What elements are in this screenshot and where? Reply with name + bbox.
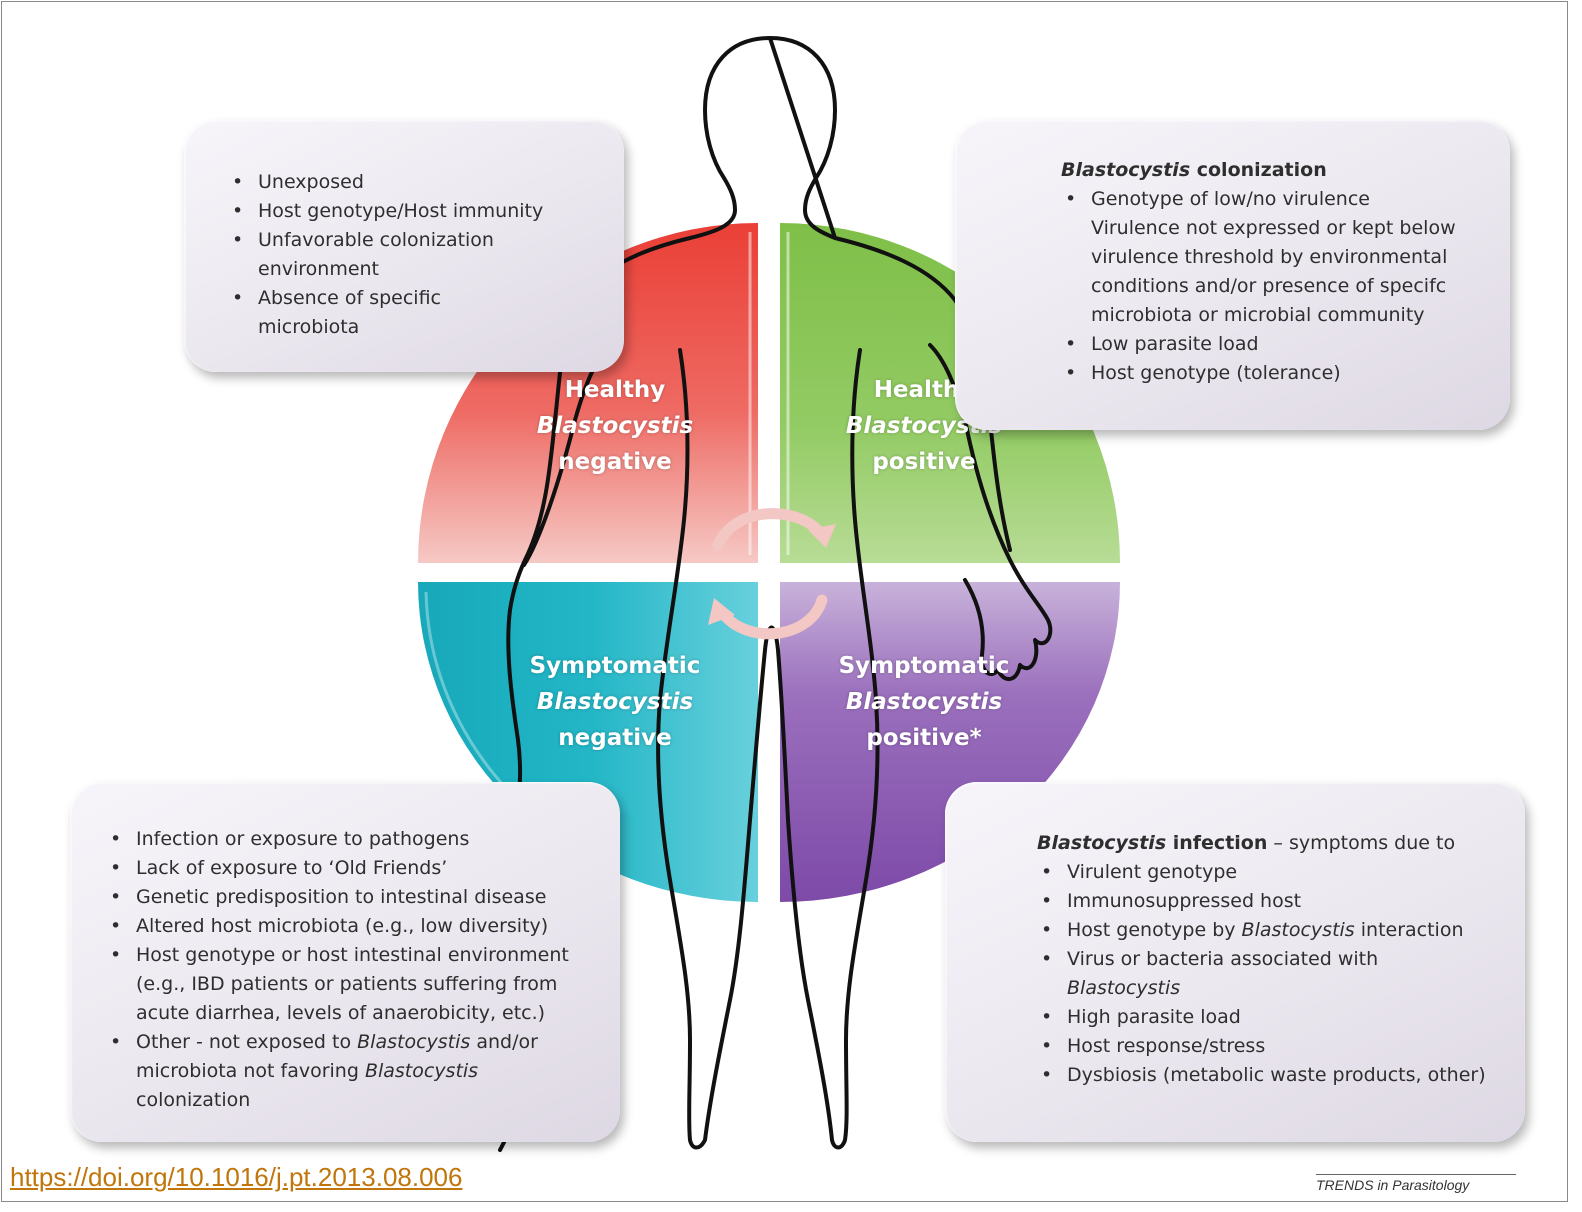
info-box-symptomatic-positive: Blastocystis infection – symptoms due to… bbox=[945, 782, 1525, 1142]
label-symptomatic-positive: Symptomatic Blastocystis positive* bbox=[804, 648, 1044, 756]
text-run-italic: Blastocystis bbox=[1241, 919, 1355, 941]
label-healthy-negative: Healthy Blastocystis negative bbox=[495, 372, 735, 480]
list-item: Unexposed bbox=[228, 168, 594, 197]
heading-bold: infection bbox=[1166, 832, 1268, 854]
quadrant-bottom-left bbox=[418, 582, 758, 902]
quadrant-label-line: negative bbox=[558, 449, 672, 475]
quadrant-label-line: Symptomatic bbox=[529, 653, 701, 679]
list-item-continuation: Blastocystis bbox=[1037, 974, 1505, 1003]
list-item: Low parasite load bbox=[1061, 330, 1480, 359]
quadrant-label-line: Symptomatic bbox=[838, 653, 1010, 679]
box-heading: Blastocystis infection – symptoms due to bbox=[1037, 829, 1505, 858]
cycle-arrow-top bbox=[712, 508, 828, 551]
list-item-continuation: microbiota bbox=[258, 316, 360, 338]
label-symptomatic-negative: Symptomatic Blastocystis negative bbox=[495, 648, 735, 756]
heading-italic: Blastocystis bbox=[1037, 832, 1167, 854]
info-box-symptomatic-negative: Infection or exposure to pathogens Lack … bbox=[70, 782, 620, 1142]
list-item: Host genotype or host intestinal environ… bbox=[106, 941, 600, 970]
doi-link[interactable]: https://doi.org/10.1016/j.pt.2013.08.006 bbox=[10, 1162, 463, 1192]
list-item-continuation: colonization bbox=[136, 1089, 251, 1111]
list-item: High parasite load bbox=[1037, 1003, 1505, 1032]
text-run: Host genotype by bbox=[1067, 919, 1242, 941]
list-item-continuation: conditions and/or presence of specifc bbox=[1091, 275, 1447, 297]
quadrant-label-line: negative bbox=[558, 725, 672, 751]
list-item: Host response/stress bbox=[1037, 1032, 1505, 1061]
text-run: microbiota not favoring bbox=[136, 1060, 365, 1082]
list-item-continuation: acute diarrhea, levels of anaerobicity, … bbox=[136, 1002, 546, 1024]
list-item: Immunosuppressed host bbox=[1037, 887, 1505, 916]
human-silhouette bbox=[498, 36, 1053, 1152]
list-item: Host genotype by Blastocystis interactio… bbox=[1037, 916, 1505, 945]
factor-list: Genotype of low/no virulence Virulence n… bbox=[1061, 185, 1480, 388]
list-item: Absence of specific bbox=[228, 284, 594, 313]
list-item: Host genotype (tolerance) bbox=[1061, 359, 1480, 388]
list-item: Genetic predisposition to intestinal dis… bbox=[106, 883, 600, 912]
quadrant-label-line: positive* bbox=[866, 725, 982, 751]
quadrant-label-line: Blastocystis bbox=[536, 689, 694, 715]
factor-list: Unexposed Host genotype/Host immunity Un… bbox=[228, 168, 594, 342]
list-item-continuation: microbiota or microbial community bbox=[1091, 304, 1425, 326]
info-box-healthy-positive: Blastocystis colonization Genotype of lo… bbox=[955, 120, 1510, 430]
factor-list: Virulent genotype Immunosuppressed host … bbox=[1037, 858, 1505, 1090]
text-run: interaction bbox=[1354, 919, 1464, 941]
list-item-continuation: Virulence not expressed or kept below bbox=[1091, 217, 1456, 239]
box-heading: Blastocystis colonization bbox=[1061, 156, 1480, 185]
text-run: Other - not exposed to bbox=[136, 1031, 358, 1053]
info-box-healthy-negative: Unexposed Host genotype/Host immunity Un… bbox=[184, 120, 624, 372]
list-item: Other - not exposed to Blastocystis and/… bbox=[106, 1028, 600, 1057]
quadrant-top-right bbox=[780, 223, 1120, 563]
list-item: Unfavorable colonization bbox=[228, 226, 594, 255]
list-item: Genotype of low/no virulence bbox=[1061, 185, 1480, 214]
list-item: Dysbiosis (metabolic waste products, oth… bbox=[1037, 1061, 1505, 1090]
journal-credit: TRENDS in Parasitology bbox=[1316, 1174, 1516, 1193]
list-item: Virus or bacteria associated with bbox=[1037, 945, 1505, 974]
text-run: and/or bbox=[470, 1031, 538, 1053]
heading-italic: Blastocystis bbox=[1061, 159, 1191, 181]
list-item-continuation: environment bbox=[258, 258, 380, 280]
list-item: Virulent genotype bbox=[1037, 858, 1505, 887]
quadrant-label-line: Blastocystis bbox=[845, 689, 1003, 715]
cycle-arrow-bottom bbox=[716, 594, 828, 640]
quadrant-label-line: Healthy bbox=[564, 377, 666, 403]
list-item: Altered host microbiota (e.g., low diver… bbox=[106, 912, 600, 941]
heading-rest: – symptoms due to bbox=[1267, 832, 1456, 854]
list-item: Infection or exposure to pathogens bbox=[106, 825, 600, 854]
text-run-italic: Blastocystis bbox=[357, 1031, 471, 1053]
quadrant-label-line: positive bbox=[872, 449, 976, 475]
list-item-continuation: (e.g., IBD patients or patients sufferin… bbox=[136, 973, 558, 995]
factor-list: Infection or exposure to pathogens Lack … bbox=[106, 825, 600, 1115]
list-item: Host genotype/Host immunity bbox=[228, 197, 594, 226]
list-item: Lack of exposure to ‘Old Friends’ bbox=[106, 854, 600, 883]
quadrant-label-line: Blastocystis bbox=[536, 413, 694, 439]
quadrant-top-left bbox=[418, 223, 758, 563]
list-item-continuation: virulence threshold by environmental bbox=[1091, 246, 1448, 268]
heading-rest: colonization bbox=[1190, 159, 1327, 181]
text-run-italic: Blastocystis bbox=[1067, 977, 1181, 999]
text-run-italic: Blastocystis bbox=[364, 1060, 479, 1082]
list-item-continuation: microbiota not favoring Blastocystis bbox=[106, 1057, 600, 1086]
